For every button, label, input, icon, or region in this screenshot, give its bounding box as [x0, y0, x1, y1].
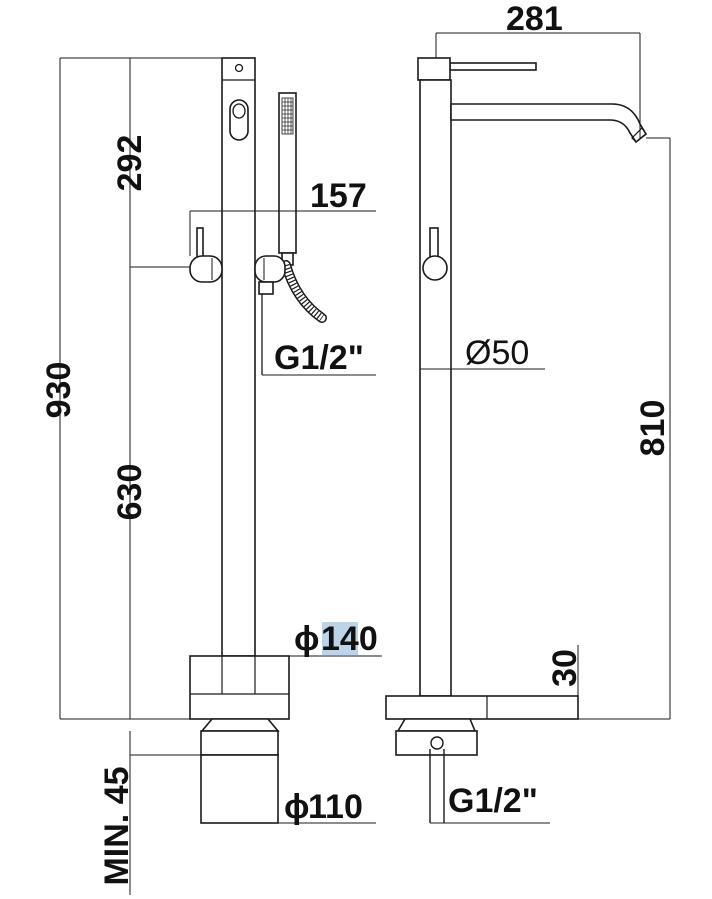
- dim-spout-reach: 281: [506, 0, 563, 38]
- side-lever: [449, 62, 537, 71]
- dim-column-diameter: Ø50: [465, 334, 529, 372]
- dim-total-height: 930: [40, 362, 78, 419]
- dim-outlet-thread: G1/2": [274, 339, 364, 377]
- hand-shower: [278, 92, 297, 266]
- front-lever-handle: [229, 99, 249, 141]
- top-screw-icon: [234, 63, 244, 73]
- dim-base-diameter-symbol: ϕ: [294, 620, 319, 658]
- dim-spout-height: 810: [634, 400, 672, 457]
- front-base: [189, 655, 290, 720]
- front-diverter: [189, 227, 286, 375]
- dim-min-depth: MIN. 45: [98, 766, 136, 885]
- dim-base-diameter: 140: [321, 620, 378, 658]
- shower-hose: [281, 260, 327, 323]
- dim-hand-shower-offset: 157: [310, 177, 367, 215]
- dim-base-height: 30: [546, 649, 584, 687]
- front-column: [221, 57, 256, 657]
- dim-inlet-thread: G1/2": [448, 782, 538, 820]
- side-dimensions: 281 Ø50 810 30 G1/2": [420, 0, 672, 824]
- side-column: [419, 79, 452, 697]
- front-sleeve: [200, 718, 280, 824]
- highlight-box: [322, 622, 358, 655]
- side-base: [385, 695, 579, 720]
- side-sleeve: [395, 718, 478, 823]
- dim-sleeve-diameter: 110: [308, 788, 363, 826]
- side-diverter: [422, 227, 448, 281]
- side-spout: [450, 103, 648, 144]
- dim-upper-height: 292: [111, 135, 149, 192]
- dim-lower-height: 630: [111, 464, 149, 521]
- side-view: [385, 57, 648, 823]
- front-dimensions: 930 292 630 MIN. 45 157 G1/2" ϕ 140 ϕ 11…: [40, 57, 382, 895]
- front-view: [189, 57, 327, 824]
- dim-sleeve-diameter-symbol: ϕ: [284, 788, 309, 826]
